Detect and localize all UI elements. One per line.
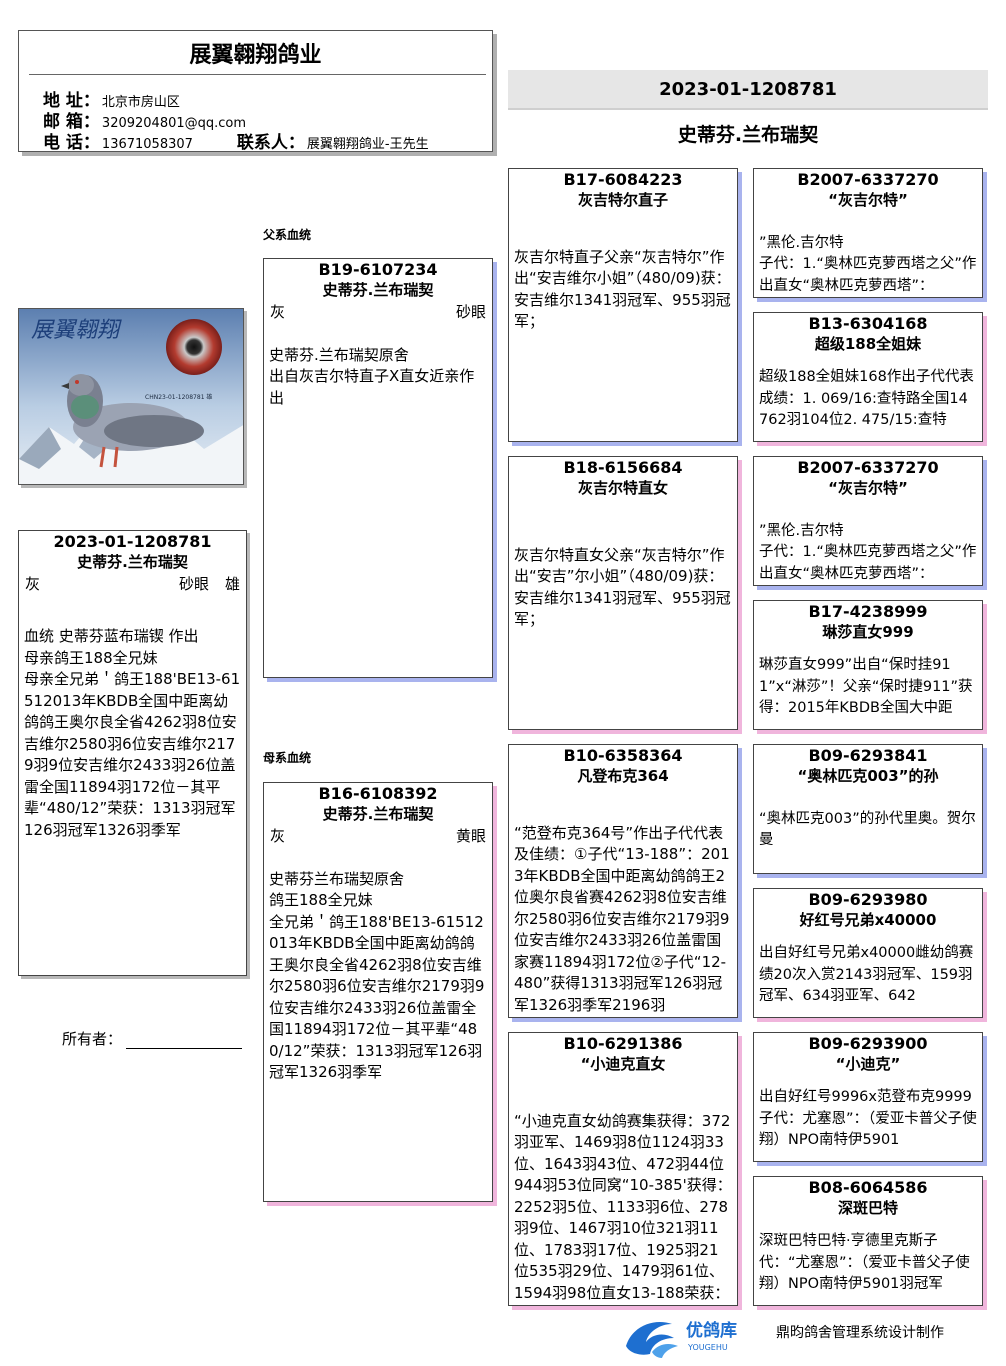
email-row: 邮 箱： 3209204801@qq.com bbox=[43, 107, 246, 129]
contact-value: 展翼翱翔鸽业-王先生 bbox=[307, 133, 429, 152]
ssd-name: 超级188全姐妹 bbox=[754, 334, 982, 355]
dsd-description: 出自好红号兄弟x40000雌幼鸽赛绩20次入赏2143羽冠军、159羽冠军、63… bbox=[754, 943, 982, 1008]
wave-logo-icon: 优鸽库 YOUGEHU bbox=[622, 1312, 762, 1360]
dam-card: B16-6108392 史蒂芬.兰布瑞契 灰 黄眼 史蒂芬兰布瑞契原舍 鸽王18… bbox=[263, 782, 493, 1202]
sss-card: B2007-6337270 “灰吉尔特” ”黑伦.吉尔特 子代：1.“奥林匹克萝… bbox=[753, 168, 983, 298]
sire-sire-description: 灰吉尔特直子父亲“灰吉特尔”作出“安吉维尔小姐”（480/09)获：安吉维尔13… bbox=[509, 225, 737, 333]
dam-sire-card: B10-6358364 凡登布克364 “范登布克364号”作出子代代表及佳绩：… bbox=[508, 744, 738, 1018]
sire-description: 史蒂芬.兰布瑞契原舍 出自灰吉尔特直子X直女近亲作出 bbox=[264, 323, 492, 409]
ssd-ring: B13-6304168 bbox=[754, 314, 982, 334]
dds-name: “小迪克” bbox=[754, 1054, 982, 1075]
sds-name: “灰吉尔特” bbox=[754, 478, 982, 499]
sds-description: ”黑伦.吉尔特 子代：1.“奥林匹克萝西塔之父”作出直女“奥林匹克萝西塔”： bbox=[754, 499, 982, 585]
pigeon-illustration: 展翼翱翔 CHN23-01-1208781 雄 bbox=[19, 309, 244, 485]
dam-dam-name: “小迪克直女 bbox=[509, 1054, 737, 1075]
phone-label: 电 话： bbox=[43, 128, 100, 153]
sire-dam-card: B18-6156684 灰吉尔特直女 灰吉尔特直女父亲“灰吉特尔”作出“安吉”尔… bbox=[508, 456, 738, 730]
phone-row: 电 话： 13671058307 联系人： 展翼翱翔鸽业-王先生 bbox=[43, 128, 429, 150]
dam-line-label: 母系血统 bbox=[263, 749, 311, 766]
sire-traits: 灰 砂眼 bbox=[264, 301, 492, 323]
dam-dam-ring: B10-6291386 bbox=[509, 1034, 737, 1054]
dam-dam-card: B10-6291386 “小迪克直女 “小迪克直女幼鸽赛集获得：372羽亚军、1… bbox=[508, 1032, 738, 1306]
photo-brand-text: 展翼翱翔 bbox=[31, 318, 122, 343]
dam-sire-ring: B10-6358364 bbox=[509, 746, 737, 766]
dds-description: 出自好红号9996x范登布克9999子代：尤塞恩”：（爱亚卡普父子使翔）NPO南… bbox=[754, 1087, 982, 1152]
subject-sex: 雄 bbox=[225, 575, 240, 593]
logo-english-text: YOUGEHU bbox=[687, 1343, 728, 1352]
subject-card: 2023-01-1208781 史蒂芬.兰布瑞契 灰 砂眼雄 血统 史蒂芬蓝布瑞… bbox=[18, 530, 247, 976]
dam-ring: B16-6108392 bbox=[264, 784, 492, 804]
loft-info-box: 展翼翱翔鸽业 地 址： 北京市房山区 邮 箱： 3209204801@qq.co… bbox=[18, 30, 493, 152]
phone-value: 13671058307 bbox=[102, 137, 193, 152]
main-pigeon-name: 史蒂芬.兰布瑞契 bbox=[508, 120, 988, 147]
ddd-name: 深斑巴特 bbox=[754, 1198, 982, 1219]
sire-dam-ring: B18-6156684 bbox=[509, 458, 737, 478]
sdd-card: B17-4238999 琳莎直女999 琳莎直女999”出自“保时挂911”x“… bbox=[753, 600, 983, 730]
sire-eye: 砂眼 bbox=[456, 301, 486, 323]
dam-dam-description: “小迪克直女幼鸽赛集获得：372羽亚军、1469羽8位1124羽33位、1643… bbox=[509, 1089, 737, 1304]
ssd-card: B13-6304168 超级188全姐妹 超级188全姐妹168作出子代代表成绩… bbox=[753, 312, 983, 442]
dam-color: 灰 bbox=[270, 825, 285, 847]
sdd-description: 琳莎直女999”出自“保时挂911”x“淋莎”！父亲“保时捷911”获得：201… bbox=[754, 655, 982, 720]
subject-name: 史蒂芬.兰布瑞契 bbox=[19, 552, 246, 573]
dsd-ring: B09-6293980 bbox=[754, 890, 982, 910]
ssd-description: 超级188全姐妹168作出子代代表成绩：1. 069/16:查特路全国14762… bbox=[754, 367, 982, 432]
sss-ring: B2007-6337270 bbox=[754, 170, 982, 190]
dss-ring: B09-6293841 bbox=[754, 746, 982, 766]
logo-chinese-text: 优鸽库 bbox=[686, 1320, 737, 1341]
sds-card: B2007-6337270 “灰吉尔特” ”黑伦.吉尔特 子代：1.“奥林匹克萝… bbox=[753, 456, 983, 586]
subject-ring: 2023-01-1208781 bbox=[19, 532, 246, 552]
dam-description: 史蒂芬兰布瑞契原舍 鸽王188全兄妹 全兄弟＇鸽王188'BE13-615120… bbox=[264, 847, 492, 1084]
pigeon-photo: 展翼翱翔 CHN23-01-1208781 雄 bbox=[18, 308, 244, 485]
main-ring-banner: 2023-01-1208781 bbox=[508, 70, 988, 110]
address-row: 地 址： 北京市房山区 bbox=[43, 86, 180, 108]
header-divider bbox=[29, 74, 486, 75]
dss-card: B09-6293841 “奥林匹克003”的孙 “奥林匹克003”的孙代里奥。贺… bbox=[753, 744, 983, 874]
subject-description: 血统 史蒂芬蓝布瑞锲 作出 母亲鸽王188全兄妹 母亲全兄弟＇鸽王188'BE1… bbox=[19, 626, 246, 841]
sire-name: 史蒂芬.兰布瑞契 bbox=[264, 280, 492, 301]
owner-label: 所有者： bbox=[62, 1028, 122, 1049]
subject-eye: 砂眼 bbox=[179, 575, 209, 593]
dam-sire-name: 凡登布克364 bbox=[509, 766, 737, 787]
dam-traits: 灰 黄眼 bbox=[264, 825, 492, 847]
sire-color: 灰 bbox=[270, 301, 285, 323]
sire-sire-name: 灰吉特尔直子 bbox=[509, 190, 737, 211]
sss-description: ”黑伦.吉尔特 子代：1.“奥林匹克萝西塔之父”作出直女“奥林匹克萝西塔”： bbox=[754, 211, 982, 297]
ddd-ring: B08-6064586 bbox=[754, 1178, 982, 1198]
owner-signature-line bbox=[126, 1031, 242, 1049]
dsd-card: B09-6293980 好红号兄弟x40000 出自好红号兄弟x40000雌幼鸽… bbox=[753, 888, 983, 1018]
sdd-ring: B17-4238999 bbox=[754, 602, 982, 622]
dam-eye: 黄眼 bbox=[456, 825, 486, 847]
sire-line-label: 父系血统 bbox=[263, 226, 311, 243]
dds-card: B09-6293900 “小迪克” 出自好红号9996x范登布克9999子代：尤… bbox=[753, 1032, 983, 1162]
sire-dam-name: 灰吉尔特直女 bbox=[509, 478, 737, 499]
sdd-name: 琳莎直女999 bbox=[754, 622, 982, 643]
ddd-card: B08-6064586 深斑巴特 深斑巴特巴特·亨德里克斯子代：“尤塞恩”：（爱… bbox=[753, 1176, 983, 1306]
sire-dam-description: 灰吉尔特直女父亲“灰吉特尔”作出“安吉”尔小姐”（480/09)获：安吉维尔13… bbox=[509, 523, 737, 631]
footer-credit: 鼎昀鸽舍管理系统设计制作 bbox=[776, 1322, 944, 1342]
dam-name: 史蒂芬.兰布瑞契 bbox=[264, 804, 492, 825]
dam-sire-description: “范登布克364号”作出子代代表及佳绩：①子代“13-188”：2013年KBD… bbox=[509, 801, 737, 1016]
sire-sire-card: B17-6084223 灰吉特尔直子 灰吉尔特直子父亲“灰吉特尔”作出“安吉维尔… bbox=[508, 168, 738, 442]
sire-ring: B19-6107234 bbox=[264, 260, 492, 280]
sire-sire-ring: B17-6084223 bbox=[509, 170, 737, 190]
photo-caption: CHN23-01-1208781 雄 bbox=[145, 393, 212, 401]
subject-traits: 灰 砂眼雄 bbox=[19, 573, 246, 595]
dds-ring: B09-6293900 bbox=[754, 1034, 982, 1054]
dss-description: “奥林匹克003”的孙代里奥。贺尔曼 bbox=[754, 787, 982, 852]
subject-color: 灰 bbox=[25, 573, 40, 595]
yougehu-logo: 优鸽库 YOUGEHU bbox=[622, 1312, 762, 1360]
sire-card: B19-6107234 史蒂芬.兰布瑞契 灰 砂眼 史蒂芬.兰布瑞契原舍 出自灰… bbox=[263, 258, 493, 678]
owner-field: 所有者： bbox=[62, 1028, 242, 1049]
contact-label: 联系人： bbox=[237, 128, 305, 153]
sss-name: “灰吉尔特” bbox=[754, 190, 982, 211]
dss-name: “奥林匹克003”的孙 bbox=[754, 766, 982, 787]
dsd-name: 好红号兄弟x40000 bbox=[754, 910, 982, 931]
loft-name: 展翼翱翔鸽业 bbox=[19, 37, 492, 69]
sds-ring: B2007-6337270 bbox=[754, 458, 982, 478]
ddd-description: 深斑巴特巴特·亨德里克斯子代：“尤塞恩”：（爱亚卡普父子使翔）NPO南特伊590… bbox=[754, 1231, 982, 1296]
